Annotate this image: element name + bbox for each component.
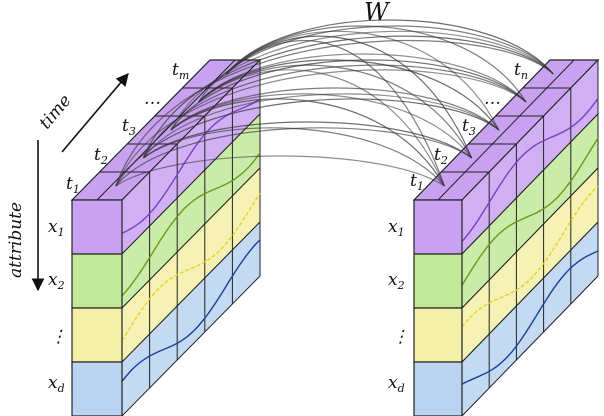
right-time-label: … (484, 89, 501, 109)
left-time-label: … (144, 89, 161, 109)
series-curve (461, 185, 599, 328)
tensor-front-layer (413, 307, 463, 363)
right-attribute-label: x2 (388, 270, 405, 292)
weight-links (115, 19, 554, 187)
series-curve (121, 98, 261, 234)
weight-link (198, 53, 527, 103)
time-axis-label: time (36, 91, 76, 133)
attribute-axis-label: attribute (6, 202, 26, 278)
series-curve (121, 192, 261, 341)
weight-link (198, 69, 445, 187)
right-attribute-label: x1 (388, 217, 405, 239)
weight-link (143, 127, 445, 187)
weight-link (198, 59, 500, 131)
tensor-front-layer (413, 361, 463, 416)
left-time-label: t3 (122, 116, 136, 138)
grid-line (437, 59, 575, 201)
right-tensor (412, 58, 600, 416)
tensor-front-layer (71, 361, 123, 416)
weight-link (225, 35, 473, 159)
left-attribute-labels: x1 x2 ⋮ xd (48, 217, 67, 395)
left-time-label: t2 (94, 145, 108, 167)
weight-link (143, 121, 472, 159)
left-attribute-label: x1 (48, 217, 65, 239)
left-attribute-label: x2 (48, 270, 65, 292)
left-time-label: t1 (66, 174, 80, 196)
right-time-label: tn (514, 60, 528, 82)
right-time-label: t3 (462, 116, 476, 138)
left-attribute-label: ⋮ (50, 327, 67, 347)
weight-link (170, 98, 445, 187)
weight-link (115, 155, 445, 187)
series-curve (461, 137, 599, 286)
tensor-front-layer (71, 253, 123, 309)
weight-link (225, 25, 527, 103)
series-curve (461, 97, 599, 242)
series-curve (121, 239, 261, 382)
weight-link (225, 39, 445, 187)
left-time-labels: t1 t2 t3 … tm (66, 60, 189, 196)
right-attribute-label: xd (388, 373, 405, 395)
tensor-front-layer (413, 199, 463, 255)
weight-link (198, 64, 473, 159)
weight-label: W (364, 0, 391, 26)
series-curve (461, 250, 599, 385)
tensor-front-layer (71, 307, 123, 363)
right-attribute-labels: x1 x2 ⋮ xd (388, 217, 409, 395)
series-curve (121, 152, 261, 297)
tensor-front-layer (413, 253, 463, 309)
weight-link (225, 30, 500, 131)
left-attribute-label: xd (48, 373, 65, 395)
left-tensor (70, 58, 262, 416)
right-time-label: t2 (434, 145, 448, 167)
right-attribute-label: ⋮ (392, 327, 409, 347)
tensor-front-layer (71, 199, 123, 255)
weight-link (170, 87, 500, 131)
weight-link (170, 93, 473, 159)
right-time-label: t1 (410, 171, 424, 193)
left-time-label: tm (172, 60, 189, 82)
time-arrow (61, 73, 129, 153)
right-time-labels: t1 t2 t3 … tn (410, 60, 528, 193)
weight-link (225, 19, 554, 75)
